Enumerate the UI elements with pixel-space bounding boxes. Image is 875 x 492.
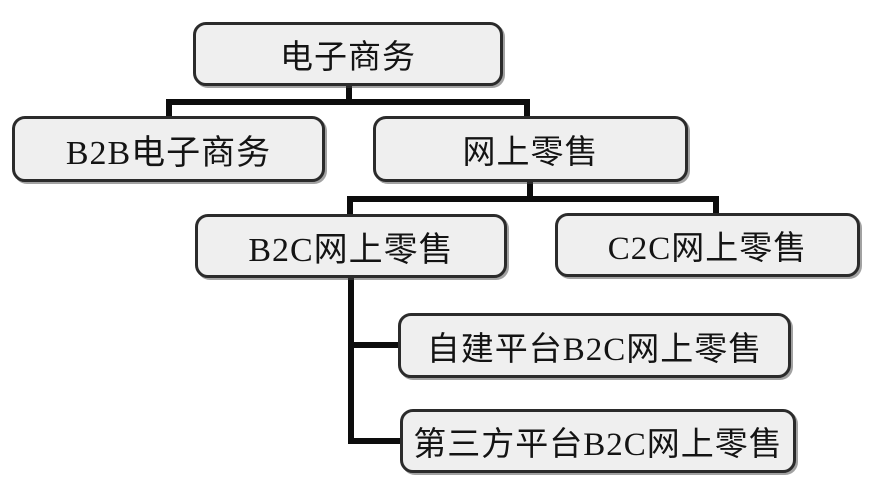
node-online-retail: 网上零售 — [373, 116, 688, 182]
connector-ecommerce-vstub — [346, 85, 352, 103]
node-ecommerce: 电子商务 — [193, 22, 503, 86]
connector-drop-b2b — [166, 99, 172, 118]
connector-b2c-vline — [348, 276, 354, 444]
connector-stub-self-built — [348, 342, 400, 348]
node-c2c-online-retail: C2C网上零售 — [555, 213, 860, 277]
connector-online-retail-vstub — [527, 182, 533, 200]
node-self-built-platform-b2c: 自建平台B2C网上零售 — [398, 313, 791, 378]
connector-online-retail-hbar — [347, 196, 719, 202]
connector-drop-b2c — [347, 196, 353, 216]
node-b2b-ecommerce: B2B电子商务 — [12, 116, 325, 182]
node-third-party-platform-b2c: 第三方平台B2C网上零售 — [400, 409, 796, 473]
connector-ecommerce-hbar — [166, 99, 530, 105]
connector-drop-c2c — [713, 196, 719, 215]
connector-stub-third-party — [348, 438, 402, 444]
connector-drop-online-retail — [524, 99, 530, 118]
node-b2c-online-retail: B2C网上零售 — [195, 214, 507, 278]
